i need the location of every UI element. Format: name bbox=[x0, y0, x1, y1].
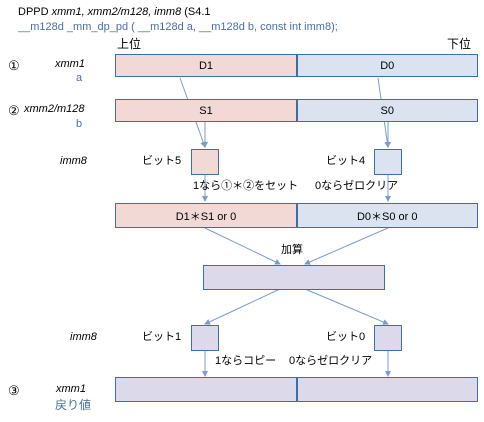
s0-cell: S0 bbox=[297, 100, 477, 121]
bit5-label: ビット5 bbox=[142, 155, 182, 167]
upper-label: 上位 bbox=[117, 37, 142, 51]
mnemonic: DPPD bbox=[18, 6, 52, 18]
row2-alias: b bbox=[76, 118, 83, 130]
row1-alias: a bbox=[76, 72, 83, 84]
bit5-description: 1なら①＊②をセット bbox=[193, 180, 299, 192]
bit1-description: 1ならコピー bbox=[215, 355, 277, 367]
sum-box bbox=[203, 265, 385, 290]
s1-label: S1 bbox=[199, 104, 213, 117]
arrow-hi-sum bbox=[204, 227, 281, 265]
bit0-box bbox=[374, 325, 402, 351]
row1-register-name: xmm1 bbox=[55, 58, 85, 70]
d1-cell: D1 bbox=[116, 55, 296, 76]
result-number: ③ bbox=[8, 383, 20, 398]
arrow-sum-bit0 bbox=[304, 288, 389, 325]
imm8-label-b: imm8 bbox=[70, 331, 97, 343]
intrinsic-signature: __m128d _mm_dp_pd ( __m128d a, __m128d b… bbox=[18, 21, 338, 33]
operands: xmm1, xmm2/m128, imm8 bbox=[51, 6, 182, 18]
d0-cell: D0 bbox=[297, 55, 477, 76]
result-register bbox=[115, 377, 478, 402]
divider bbox=[296, 55, 298, 76]
lower-label: 下位 bbox=[447, 37, 472, 51]
result-alias: 戻り値 bbox=[55, 398, 92, 412]
row2-number: ② bbox=[8, 103, 20, 118]
divider bbox=[296, 204, 298, 227]
product-lo-label: D0＊S0 or 0 bbox=[356, 210, 418, 223]
instruction-line: DPPD xmm1, xmm2/m128, imm8 (S4.1 bbox=[18, 6, 211, 19]
s0-label: S0 bbox=[380, 104, 394, 117]
register-xmm1: D1 D0 bbox=[115, 54, 478, 77]
row1-number: ① bbox=[8, 58, 20, 73]
extension: (S4.1 bbox=[181, 6, 211, 18]
d0-label: D0 bbox=[380, 59, 395, 72]
bit1-box bbox=[191, 325, 219, 351]
bit5-box bbox=[191, 149, 219, 175]
bit0-description: 0ならゼロクリア bbox=[289, 355, 373, 367]
d1-label: D1 bbox=[198, 59, 214, 72]
product-register: D1＊S1 or 0 D0＊S0 or 0 bbox=[115, 203, 478, 228]
row2-register-name: xmm2/m128 bbox=[24, 103, 85, 115]
divider bbox=[296, 378, 298, 401]
imm8-label-a: imm8 bbox=[60, 155, 87, 167]
bit4-box bbox=[374, 149, 402, 175]
product-hi-cell: D1＊S1 or 0 bbox=[116, 204, 296, 227]
product-hi-label: D1＊S1 or 0 bbox=[175, 210, 237, 223]
bit1-label: ビット1 bbox=[142, 331, 182, 343]
s1-cell: S1 bbox=[116, 100, 296, 121]
register-xmm2: S1 S0 bbox=[115, 99, 478, 122]
result-register-name: xmm1 bbox=[56, 383, 86, 395]
bit4-label: ビット4 bbox=[326, 155, 366, 167]
add-label: 加算 bbox=[281, 244, 303, 256]
arrow-sum-bit1 bbox=[204, 288, 281, 325]
bit4-description: 0ならゼロクリア bbox=[315, 180, 399, 192]
divider bbox=[296, 100, 298, 121]
arrow-lo-sum bbox=[304, 227, 389, 265]
bit0-label: ビット0 bbox=[326, 331, 366, 343]
product-lo-cell: D0＊S0 or 0 bbox=[297, 204, 477, 227]
